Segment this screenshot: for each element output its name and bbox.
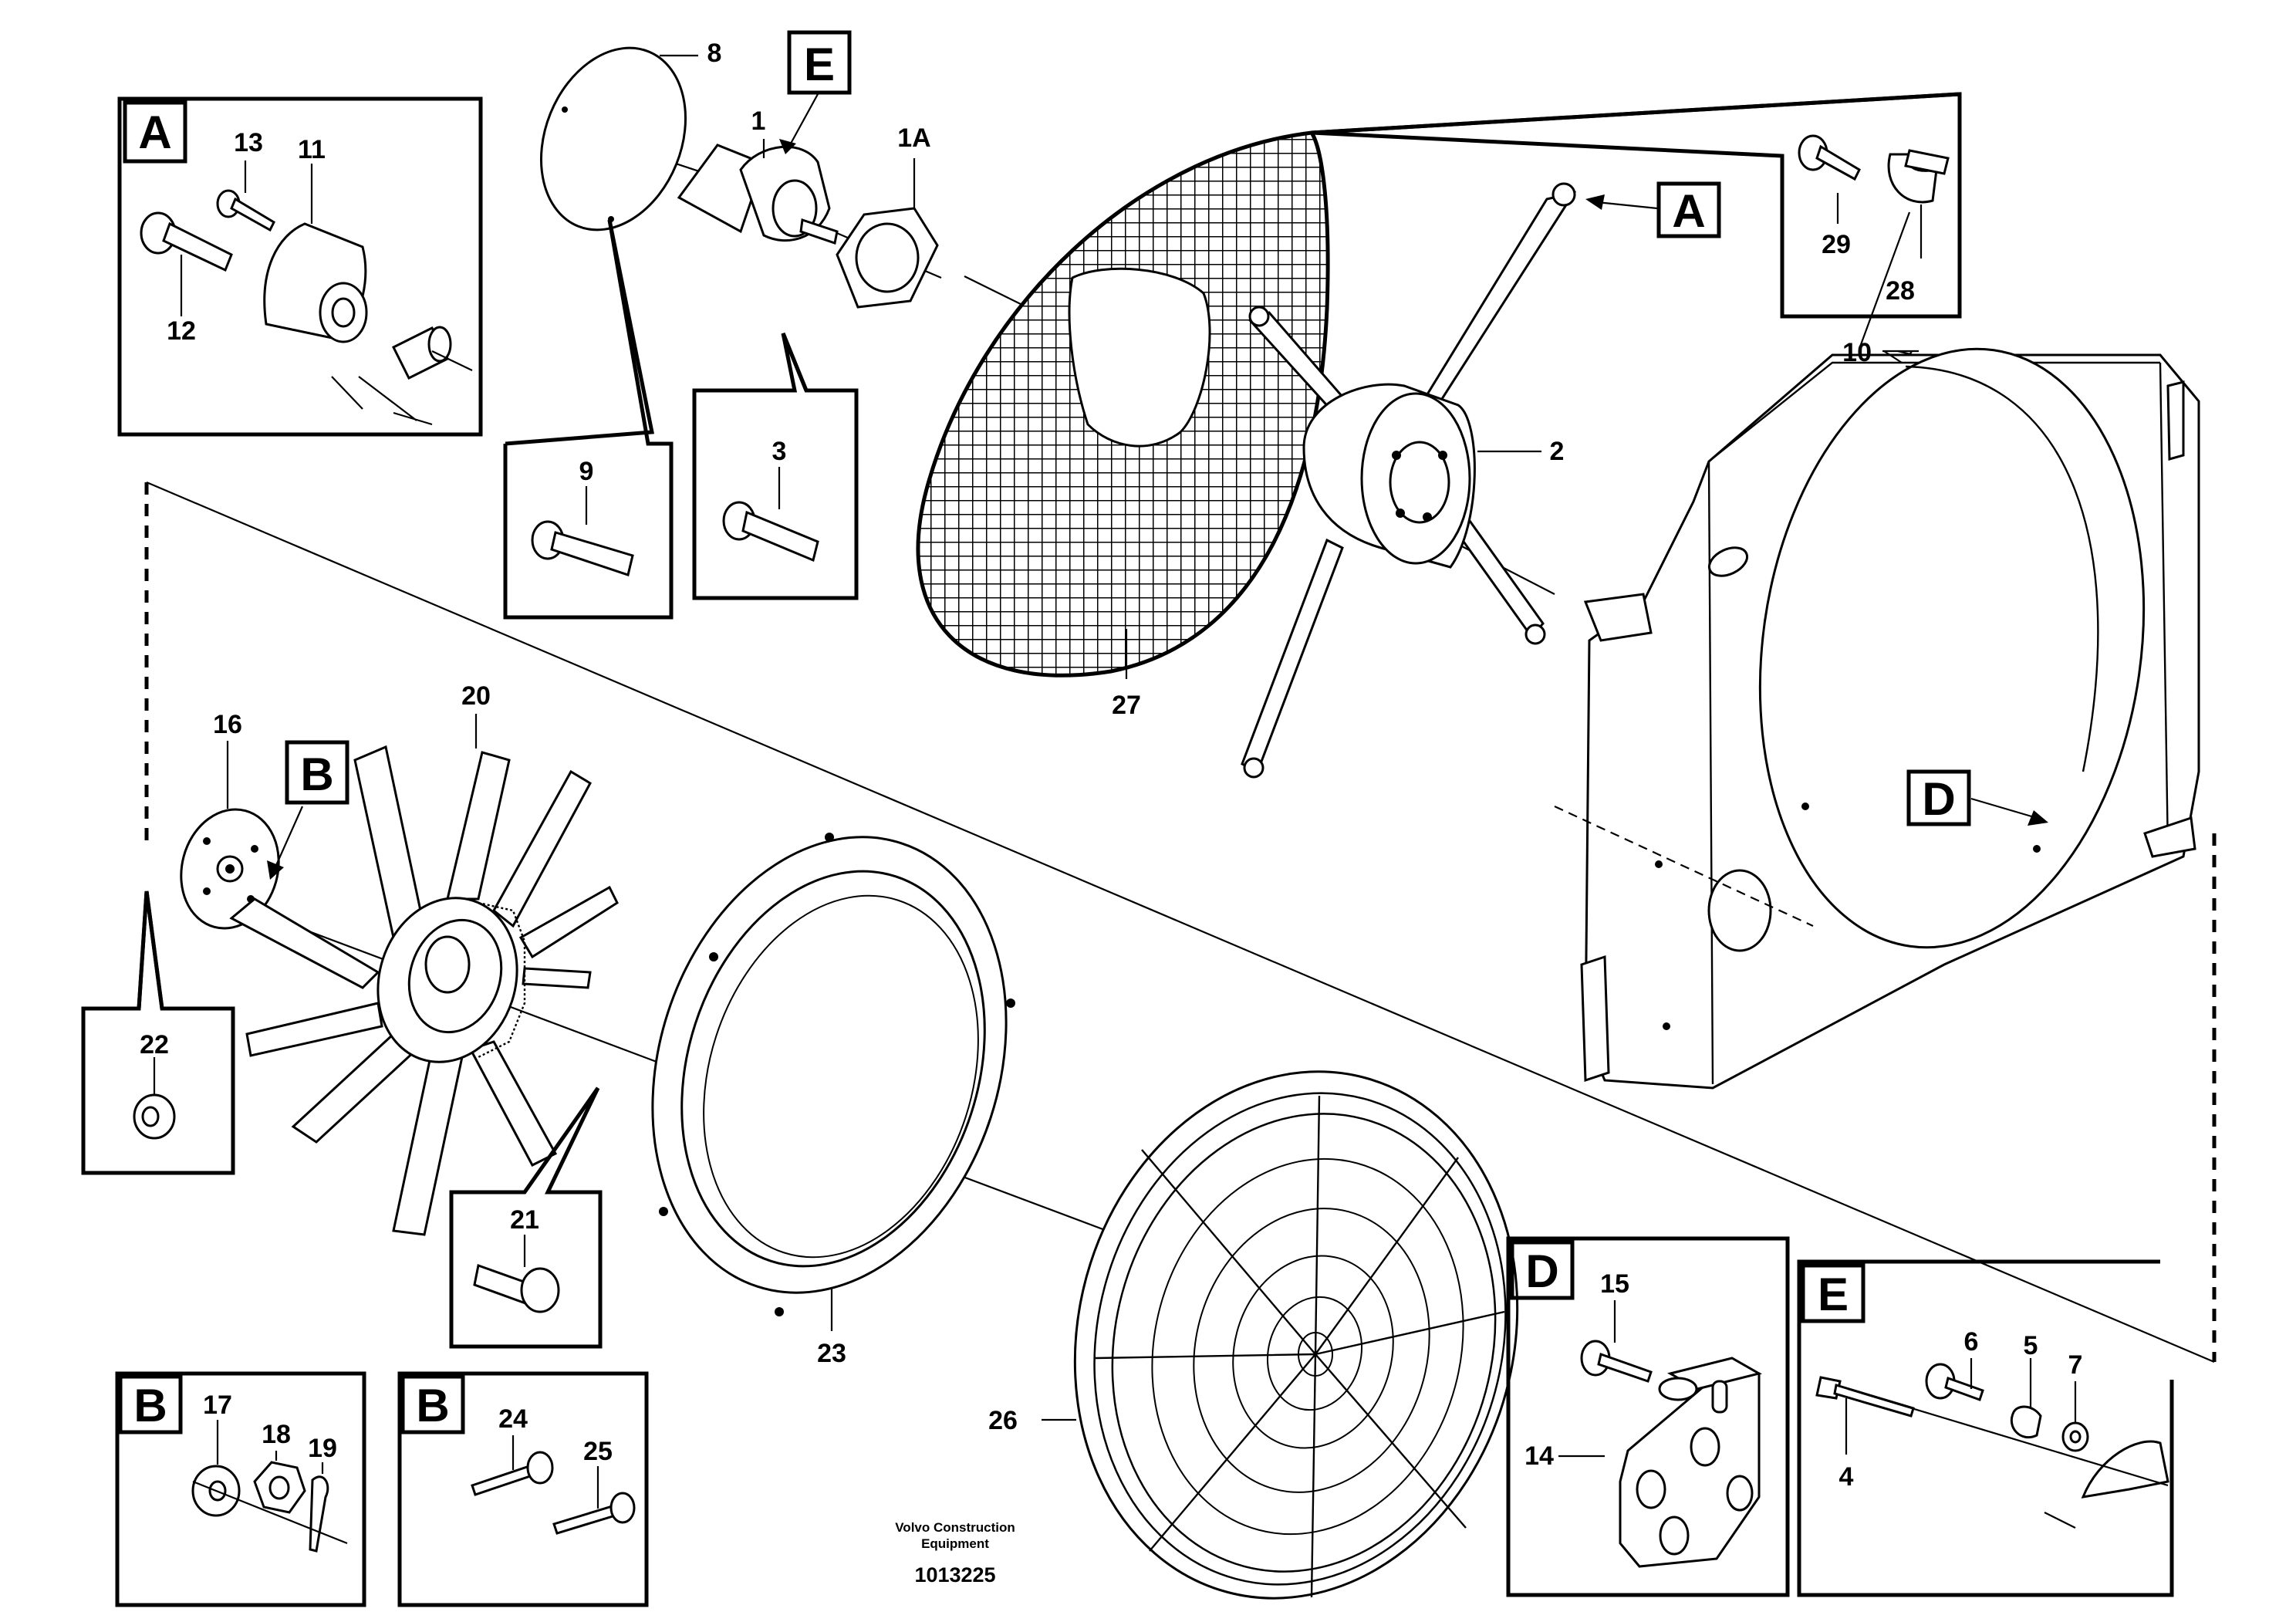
label-12: 12: [167, 316, 196, 346]
label-7: 7: [2068, 1350, 2083, 1380]
detail-box-21: 21: [449, 1086, 603, 1349]
sensor-part-4: [1815, 1376, 1915, 1418]
hub-plate-part-16: 16: [180, 710, 280, 930]
callout-e-marker: E: [779, 30, 852, 154]
washer-part-22: [133, 1093, 176, 1140]
callout-e-letter: E: [804, 39, 835, 90]
footer-credit: Volvo Construction Equipment 1013225: [895, 1520, 1015, 1587]
callout-d-marker: D: [1906, 769, 2048, 826]
bolt-part-21: [473, 1264, 560, 1313]
callout-b-letter: B: [300, 748, 333, 800]
box-b-letter-2: B: [416, 1380, 449, 1431]
screw-part-24: [471, 1451, 554, 1496]
label-21: 21: [510, 1205, 539, 1235]
label-26: 26: [988, 1406, 1018, 1435]
label-28: 28: [1886, 276, 1915, 306]
shroud-label-10: 10: [1842, 338, 1903, 367]
label-27: 27: [1112, 691, 1141, 720]
detail-box-29-28: 29 28: [1311, 92, 1962, 319]
label-5: 5: [2024, 1331, 2038, 1360]
bracket-plate-part-14: [1619, 1357, 1762, 1568]
bracket-part-11: [263, 222, 368, 343]
fan-part-20: 20: [229, 681, 619, 1236]
label-23: 23: [817, 1339, 846, 1368]
box-d-letter: D: [1525, 1245, 1558, 1297]
label-17: 17: [203, 1391, 232, 1420]
clip-part-28: [1887, 149, 1950, 204]
bolt-part-3: [722, 501, 819, 563]
cover-disc-part-8: 8: [539, 39, 722, 231]
document-number: 1013225: [914, 1563, 995, 1587]
box-b-letter-1: B: [133, 1380, 167, 1431]
label-8: 8: [707, 39, 722, 68]
sensor-part-1: 1: [677, 106, 839, 245]
fan-guard-part-26: 26: [988, 1070, 1519, 1600]
label-22: 22: [140, 1030, 169, 1059]
detail-box-3: 3: [692, 333, 859, 600]
bolt-part-9: [531, 520, 634, 576]
label-2: 2: [1550, 437, 1565, 466]
screw-part-29: [1798, 134, 1861, 181]
shroud-ring-part-23: 23: [651, 833, 1015, 1368]
label-1: 1: [751, 106, 766, 136]
bolt-part-15: [1580, 1340, 1653, 1383]
gasket-part-1a: 1A: [836, 123, 939, 309]
bolt-part-13: [216, 189, 275, 232]
detail-box-a: A 13 11 12: [117, 96, 483, 437]
bolt-part-6: [1925, 1363, 1984, 1401]
label-11: 11: [298, 135, 326, 164]
label-29: 29: [1822, 230, 1851, 259]
callout-a-letter: A: [1672, 185, 1705, 237]
label-25: 25: [583, 1437, 613, 1466]
mesh-screen-part-27: 27: [916, 130, 1330, 720]
fan-shroud-part-10: 10: [1554, 211, 2200, 1090]
clip-part-5: [2010, 1405, 2042, 1439]
label-10-text: 10: [1842, 338, 1872, 367]
credit-line-1: Volvo Construction: [895, 1520, 1015, 1535]
callout-a-marker: A: [1585, 181, 1721, 238]
label-19: 19: [308, 1434, 337, 1463]
label-16: 16: [213, 710, 242, 739]
box-a-letter: A: [138, 106, 171, 158]
detail-box-e-4-7: E 4 6 5 7: [1797, 1259, 2174, 1597]
label-15: 15: [1600, 1269, 1629, 1299]
nut-part-18: [253, 1461, 306, 1514]
detail-box-b-24-25: B 24 25: [397, 1371, 649, 1607]
label-4: 4: [1839, 1462, 1854, 1492]
nut-part-7: [2061, 1421, 2089, 1452]
label-13: 13: [234, 128, 263, 157]
bushing-part: [391, 326, 452, 380]
hub-bracket-part-2: 2: [1241, 182, 1577, 779]
label-9: 9: [579, 457, 594, 486]
label-20: 20: [461, 681, 491, 711]
label-18: 18: [262, 1420, 291, 1449]
credit-line-2: Equipment: [921, 1536, 989, 1551]
detail-box-9: 9: [503, 219, 674, 620]
detail-box-b-17-19: B 17 18 19: [115, 1371, 366, 1607]
detail-box-22: 22: [81, 890, 235, 1175]
callout-b-marker: B: [267, 740, 349, 880]
label-6: 6: [1964, 1327, 1979, 1357]
callout-d-letter: D: [1922, 773, 1955, 825]
cotter-pin-part-19: [309, 1475, 329, 1553]
label-1a: 1A: [897, 123, 930, 153]
label-24: 24: [498, 1404, 528, 1434]
label-14: 14: [1524, 1441, 1554, 1471]
bolt-part-12: [140, 211, 233, 272]
box-e-letter: E: [1818, 1269, 1849, 1320]
detail-box-d-14-15: D 15 14: [1506, 1236, 1790, 1597]
label-3: 3: [772, 437, 787, 466]
screw-part-25: [552, 1492, 636, 1535]
